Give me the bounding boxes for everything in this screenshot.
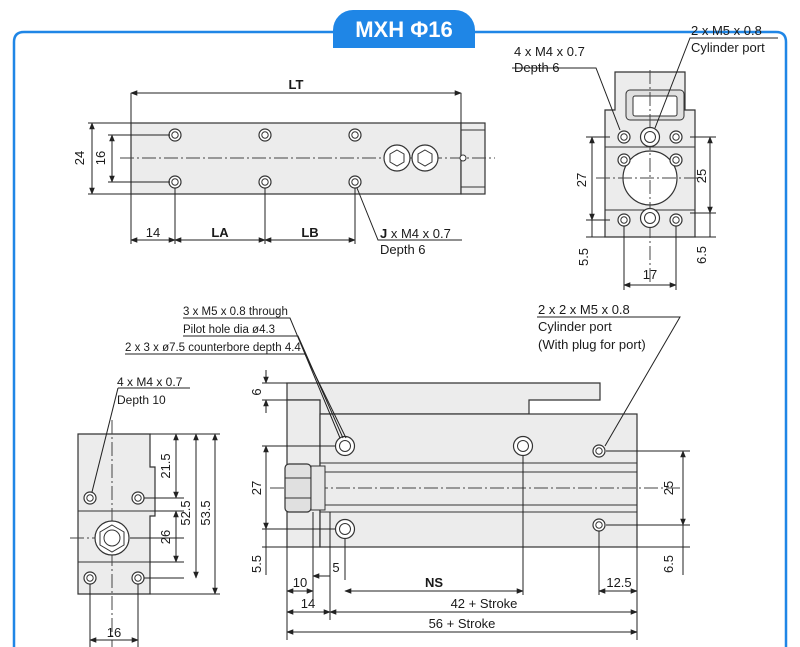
counterbore-hole bbox=[334, 435, 356, 457]
note-left-depth: Depth 10 bbox=[117, 393, 166, 407]
mounting-hole bbox=[258, 128, 272, 142]
note-counterbore: 2 x 3 x ø7.5 counterbore depth 4.4 bbox=[125, 342, 301, 354]
note-j-thread: J x M4 x 0.7 bbox=[380, 226, 451, 241]
note-front-port-label: Cylinder port bbox=[538, 319, 612, 334]
dim-5: 5 bbox=[332, 560, 339, 575]
dim-5-5: 5.5 bbox=[576, 248, 591, 266]
dim-10: 10 bbox=[293, 575, 307, 590]
note-front-port-plug: (With plug for port) bbox=[538, 337, 646, 352]
dim-6-5: 6.5 bbox=[694, 246, 709, 264]
dim-21-5: 21.5 bbox=[158, 453, 173, 478]
note-m4: 4 x M4 x 0.7 bbox=[514, 44, 585, 59]
note-through: 3 x M5 x 0.8 through bbox=[183, 306, 288, 318]
mounting-hole bbox=[617, 130, 631, 144]
port-plug bbox=[592, 444, 606, 458]
dim-26: 26 bbox=[158, 530, 173, 544]
dim-14: 14 bbox=[146, 225, 160, 240]
note-pilot: Pilot hole dia ø4.3 bbox=[183, 324, 275, 336]
dim-12-5: 12.5 bbox=[606, 575, 631, 590]
dim-front-5-5: 5.5 bbox=[249, 555, 264, 573]
mounting-hole bbox=[168, 128, 182, 142]
dim-front-6-5: 6.5 bbox=[661, 555, 676, 573]
dim-25: 25 bbox=[694, 169, 709, 183]
left-end-view: 4 x M4 x 0.7 Depth 10 21.5 26 52.5 53.5 … bbox=[70, 375, 220, 647]
mounting-hole bbox=[168, 175, 182, 189]
mounting-hole bbox=[669, 213, 683, 227]
mounting-hole bbox=[131, 491, 145, 505]
dim-56-stroke: 56 + Stroke bbox=[429, 616, 496, 631]
note-left-m4: 4 x M4 x 0.7 bbox=[117, 375, 183, 389]
dim-52-5: 52.5 bbox=[178, 500, 193, 525]
dim-left-16: 16 bbox=[107, 625, 121, 640]
dim-front-25: 25 bbox=[661, 481, 676, 495]
port-hex bbox=[383, 144, 439, 172]
top-side-view: LT 24 16 14 LA LB J x M4 x 0.7 Depth 6 bbox=[72, 77, 495, 257]
dim-ns: NS bbox=[425, 575, 443, 590]
dim-front-14: 14 bbox=[301, 596, 315, 611]
port-hole bbox=[639, 207, 661, 229]
model-title-badge: MXH Φ16 bbox=[333, 10, 475, 48]
note-depth: Depth 6 bbox=[380, 242, 426, 257]
mounting-hole bbox=[131, 571, 145, 585]
counterbore-hole bbox=[334, 518, 356, 540]
sheet-frame bbox=[12, 30, 788, 647]
note-port: 2 x M5 x 0.8 bbox=[691, 23, 762, 38]
mounting-hole bbox=[83, 571, 97, 585]
dim-lt: LT bbox=[289, 77, 304, 92]
dim-16: 16 bbox=[93, 151, 108, 165]
rod-end bbox=[94, 520, 130, 556]
mounting-hole bbox=[258, 175, 272, 189]
mounting-hole bbox=[669, 130, 683, 144]
note-front-port: 2 x 2 x M5 x 0.8 bbox=[538, 302, 630, 317]
front-view: 3 x M5 x 0.8 through Pilot hole dia ø4.3… bbox=[125, 302, 690, 640]
note-m4-depth: Depth 6 bbox=[514, 60, 560, 75]
dim-17: 17 bbox=[643, 267, 657, 282]
dim-27: 27 bbox=[574, 173, 589, 187]
note-port-label: Cylinder port bbox=[691, 40, 765, 55]
dim-42-stroke: 42 + Stroke bbox=[451, 596, 518, 611]
port-hole bbox=[639, 126, 661, 148]
mounting-hole bbox=[83, 491, 97, 505]
mounting-hole bbox=[617, 153, 631, 167]
mounting-hole bbox=[348, 175, 362, 189]
dim-24: 24 bbox=[72, 151, 87, 165]
mounting-hole bbox=[617, 213, 631, 227]
dim-53-5: 53.5 bbox=[198, 500, 213, 525]
dim-lb: LB bbox=[301, 225, 318, 240]
dim-front-27: 27 bbox=[249, 481, 264, 495]
mounting-hole bbox=[348, 128, 362, 142]
dim-la: LA bbox=[211, 225, 229, 240]
counterbore-hole bbox=[512, 435, 534, 457]
port-plug bbox=[592, 518, 606, 532]
top-end-view: 4 x M4 x 0.7 Depth 6 2 x M5 x 0.8 Cylind… bbox=[512, 23, 778, 290]
mounting-hole bbox=[669, 153, 683, 167]
dim-6: 6 bbox=[249, 388, 264, 395]
